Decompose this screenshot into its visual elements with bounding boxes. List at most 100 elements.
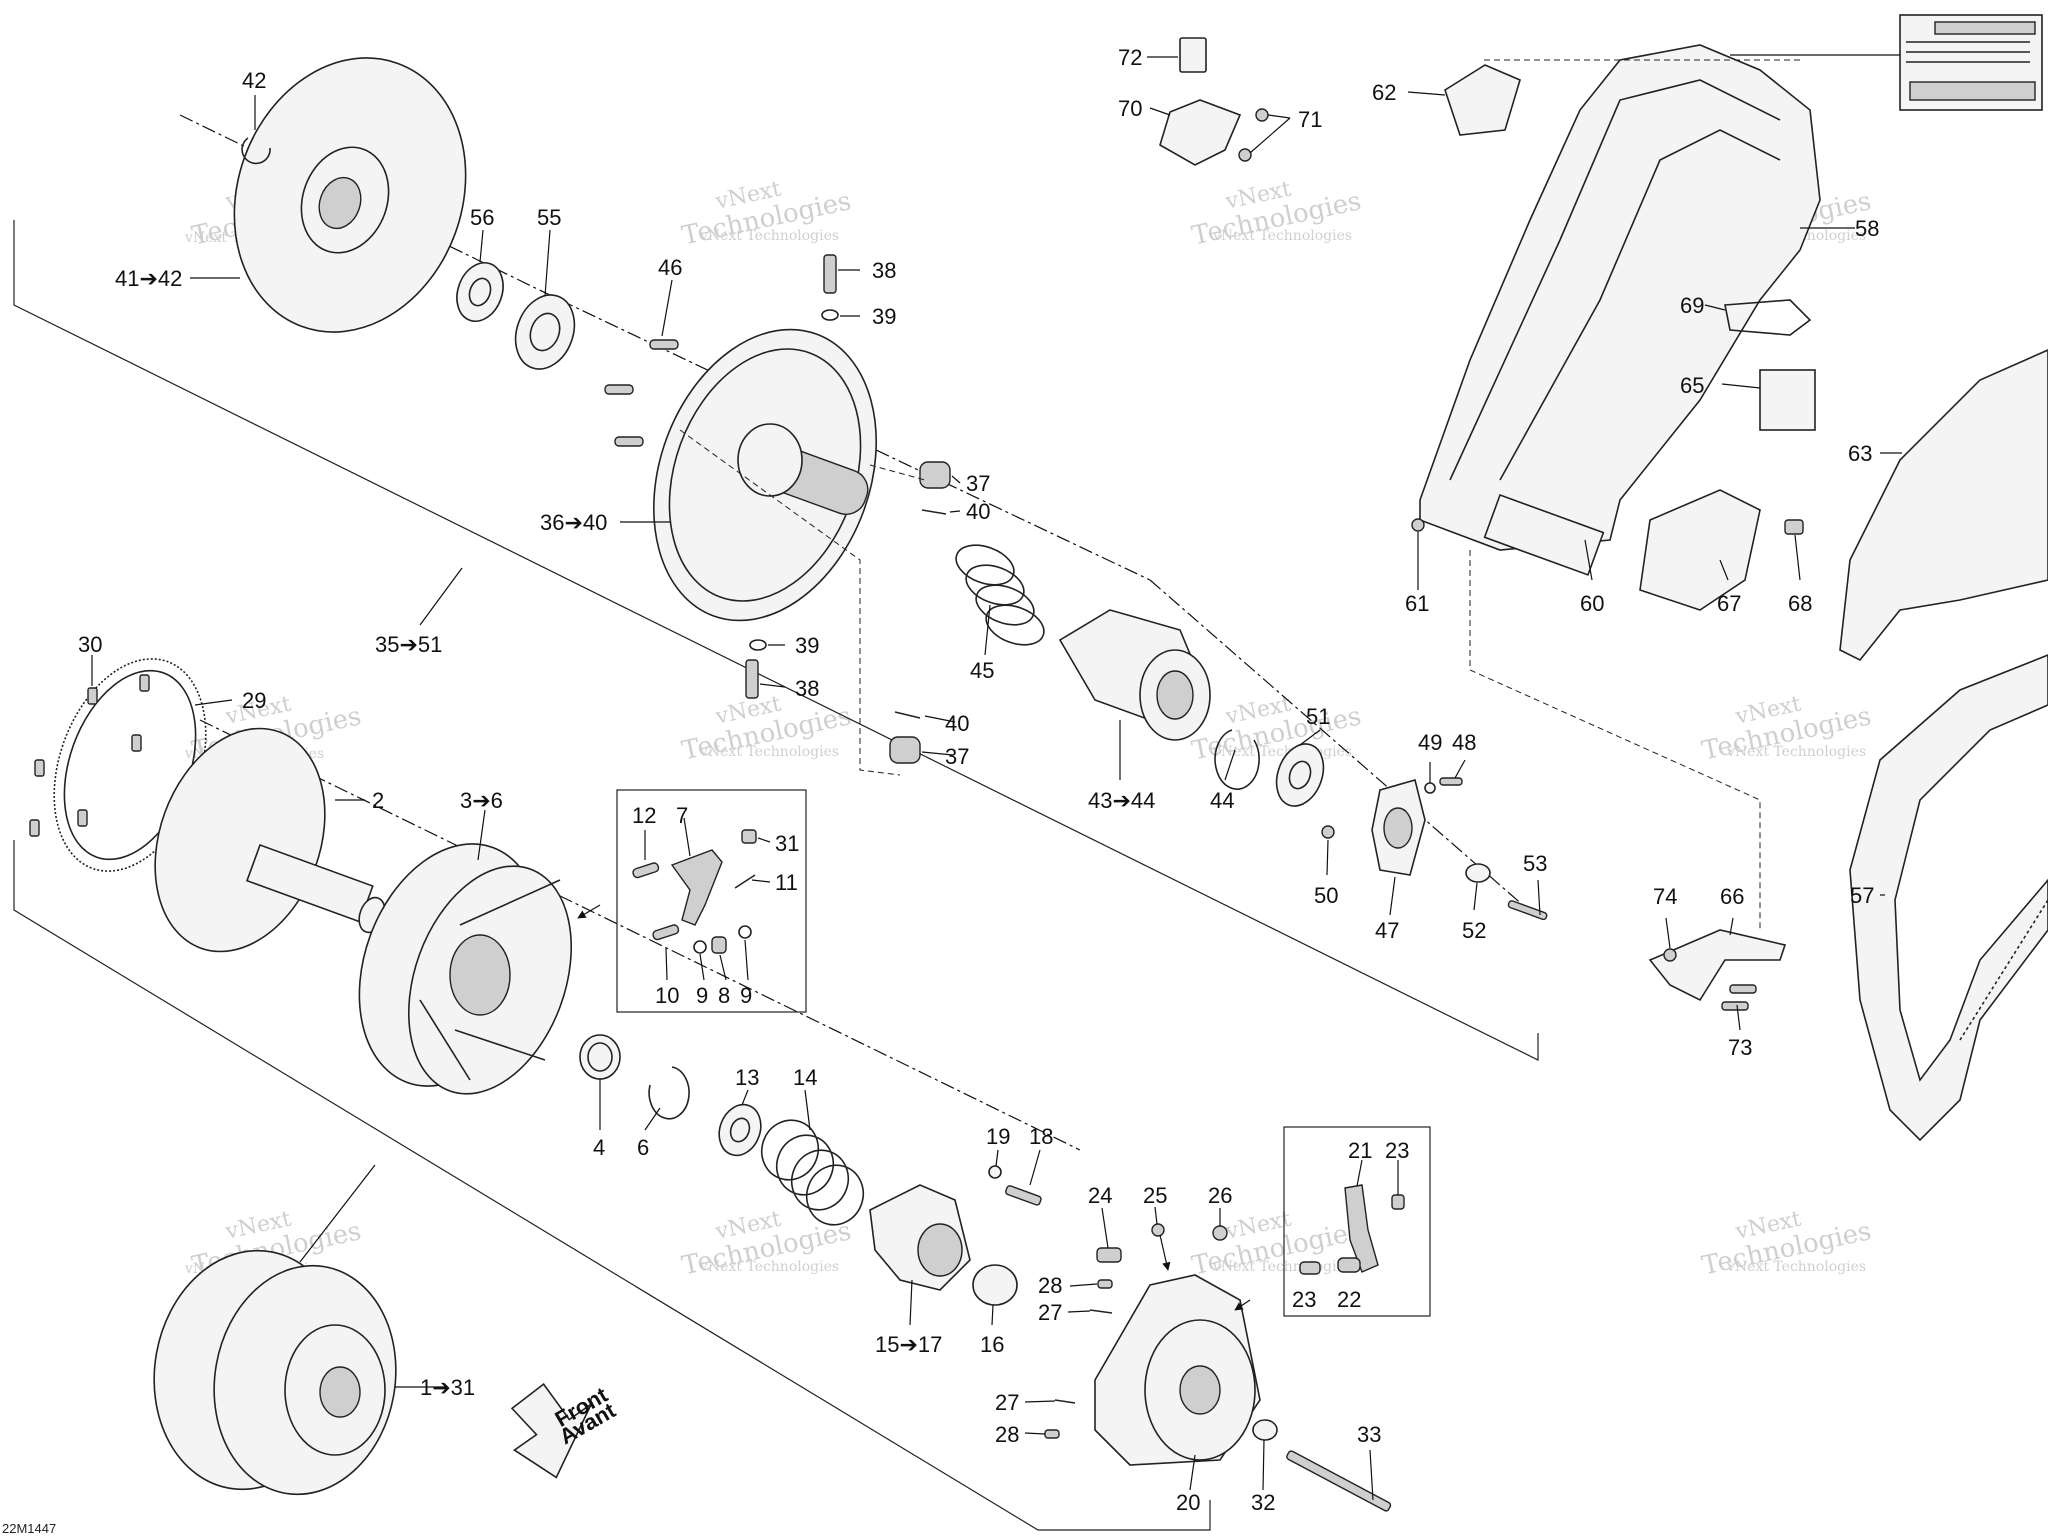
screw-part-23 — [1391, 1194, 1405, 1210]
callout-20: 20 — [1176, 1490, 1200, 1515]
slider-part-37 — [889, 736, 921, 764]
nut-part-74 — [1663, 948, 1677, 962]
bolt-part-73 — [1721, 1001, 1749, 1011]
callout-58: 58 — [1855, 216, 1879, 241]
callout-42: 42 — [242, 68, 266, 93]
callout-69: 69 — [1680, 293, 1704, 318]
callout-33: 33 — [1357, 1422, 1381, 1447]
callout-38: 38 — [872, 258, 896, 283]
callout-22: 22 — [1337, 1287, 1361, 1312]
callout-41: 41➔42 — [115, 266, 182, 291]
callout-28: 28 — [1038, 1273, 1062, 1298]
washer-part-9 — [738, 925, 752, 939]
spring-clip-part-27 — [1089, 1309, 1113, 1314]
pin-part-40 — [894, 711, 921, 719]
callout-8: 8 — [718, 983, 730, 1008]
callout-38b: 38 — [795, 676, 819, 701]
nut-part-50 — [1321, 825, 1335, 839]
dashed-assembly-line — [869, 464, 926, 481]
callout-23b: 23 — [1292, 1287, 1316, 1312]
bracket-part-60 — [1483, 493, 1605, 576]
callout-70: 70 — [1118, 96, 1142, 121]
drawing-code: 22M1447 — [2, 1521, 56, 1536]
bushing-part-16 — [972, 1264, 1018, 1306]
callout-1: 1➔31 — [420, 1375, 475, 1400]
callout-62: 62 — [1372, 80, 1396, 105]
washer-part-19 — [988, 1165, 1002, 1179]
dashed-assembly-line — [679, 429, 901, 776]
cam-part-43 — [1058, 609, 1211, 741]
assembly-bracket-upper — [13, 220, 1539, 1061]
watermark-text: vNext Technologies — [699, 1259, 839, 1275]
guard-part-63 — [1839, 349, 2048, 662]
pin-part-12 — [632, 862, 660, 879]
bearing-bracket-part-47 — [1371, 779, 1426, 876]
callout-72: 72 — [1118, 45, 1142, 70]
callout-49: 49 — [1418, 730, 1442, 755]
pin-part-46 — [614, 436, 644, 447]
pin-part-40 — [921, 509, 947, 515]
callout-67: 67 — [1717, 591, 1741, 616]
callout-57: 57 — [1850, 883, 1874, 908]
callout-31: 31 — [775, 831, 799, 856]
nut-part-71 — [1255, 108, 1269, 122]
driven-sheave-part-36 — [652, 328, 878, 622]
callout-27b: 27 — [995, 1390, 1019, 1415]
washer-part-9 — [693, 940, 707, 954]
callout-60: 60 — [1580, 591, 1604, 616]
callout-25: 25 — [1143, 1183, 1167, 1208]
callout-46: 46 — [658, 255, 682, 280]
lever-part-21 — [1344, 1184, 1379, 1273]
bolt-part-38 — [745, 659, 759, 699]
cup-part-13 — [718, 1103, 762, 1157]
callout-18: 18 — [1029, 1124, 1053, 1149]
washer-part-56 — [456, 262, 504, 322]
o-ring-part-39 — [749, 639, 767, 651]
callout-10: 10 — [655, 983, 679, 1008]
watermark-text: vNext Technologies — [1726, 1259, 1866, 1275]
clip-part-69 — [1724, 299, 1812, 336]
callout-32: 32 — [1251, 1490, 1275, 1515]
callout-35: 35➔51 — [375, 632, 442, 657]
assembly-bracket-lower — [13, 840, 1211, 1531]
callout-37: 37 — [966, 471, 990, 496]
axis-line — [199, 719, 1081, 1151]
washer-part-51 — [1275, 743, 1325, 807]
bolt-part-53 — [1507, 900, 1548, 921]
bracket-part-70 — [1159, 99, 1242, 166]
callout-40b: 40 — [945, 711, 969, 736]
callout-44: 44 — [1210, 788, 1234, 813]
leader-arrow — [1159, 1234, 1171, 1271]
pin-part-10 — [652, 924, 680, 941]
callout-40: 40 — [966, 499, 990, 524]
watermark-text: vNext Technologies — [699, 228, 839, 244]
bracket-part-67 — [1639, 489, 1761, 611]
dashed-assembly-line — [1469, 550, 1761, 930]
callout-51: 51 — [1306, 704, 1330, 729]
callout-53: 53 — [1523, 851, 1547, 876]
callout-21: 21 — [1348, 1138, 1372, 1163]
screw-part-68 — [1784, 519, 1804, 535]
washer-part-52 — [1465, 863, 1491, 883]
callout-48: 48 — [1452, 730, 1476, 755]
nut-part-26 — [1212, 1225, 1228, 1241]
washer-part-55 — [514, 294, 576, 370]
label-part-72 — [1179, 37, 1207, 73]
callout-12: 12 — [632, 803, 656, 828]
callout-28b: 28 — [995, 1422, 1019, 1447]
retaining-ring-part-42 — [241, 137, 271, 165]
callout-65: 65 — [1680, 373, 1704, 398]
callout-labels: 42 41➔42 56 55 46 38 39 37 40 36➔40 35➔5… — [78, 45, 1879, 1515]
callout-73: 73 — [1728, 1035, 1752, 1060]
fixed-sheave-part-41 — [233, 57, 467, 333]
roller-part-22 — [1337, 1257, 1361, 1273]
o-ring-part-39 — [821, 309, 839, 321]
callout-2: 2 — [372, 788, 384, 813]
callout-30: 30 — [78, 632, 102, 657]
warning-label-part-58 — [1899, 14, 2043, 111]
spring-part-45 — [955, 544, 1045, 646]
callout-29: 29 — [242, 688, 266, 713]
callout-9b: 9 — [740, 983, 752, 1008]
washer-part-32 — [1252, 1419, 1278, 1441]
watermark-text: vNext Technologies — [699, 744, 839, 760]
